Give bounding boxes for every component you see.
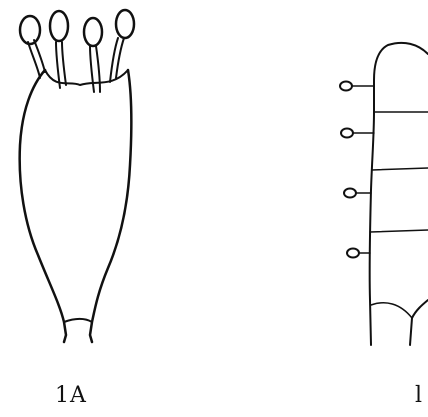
panel-a-body-outline — [20, 70, 132, 342]
panel-a-knob-4 — [116, 10, 134, 38]
panel-b-outline — [370, 43, 428, 345]
panel-a-drawing — [20, 10, 134, 342]
panel-a-stalk-3b — [90, 46, 94, 92]
panel-b-divider-2 — [372, 168, 428, 170]
panel-b-bottom-band — [371, 303, 412, 318]
panel-a-stalk-1 — [34, 40, 45, 72]
panel-a-knob-3 — [84, 18, 102, 46]
panel-b-divider-3 — [370, 230, 428, 232]
panel-a-knob-2 — [50, 11, 68, 41]
panel-b-knob-3 — [344, 189, 356, 198]
panel-b-label: l — [415, 385, 422, 407]
panel-a-label: 1A — [55, 385, 87, 407]
panel-b-knob-1 — [340, 82, 352, 91]
panel-a-stalk-2 — [62, 42, 66, 85]
panel-b-knob-2 — [341, 129, 353, 138]
panel-a-stalk-3 — [96, 46, 100, 92]
panel-a-stalk-1b — [28, 42, 40, 78]
panel-a-neck-collar — [64, 319, 92, 322]
panel-b-lower-right — [410, 300, 428, 345]
panel-b-drawing — [340, 43, 428, 345]
panel-b-knob-4 — [347, 249, 359, 258]
panel-a-knob-1 — [20, 16, 40, 44]
